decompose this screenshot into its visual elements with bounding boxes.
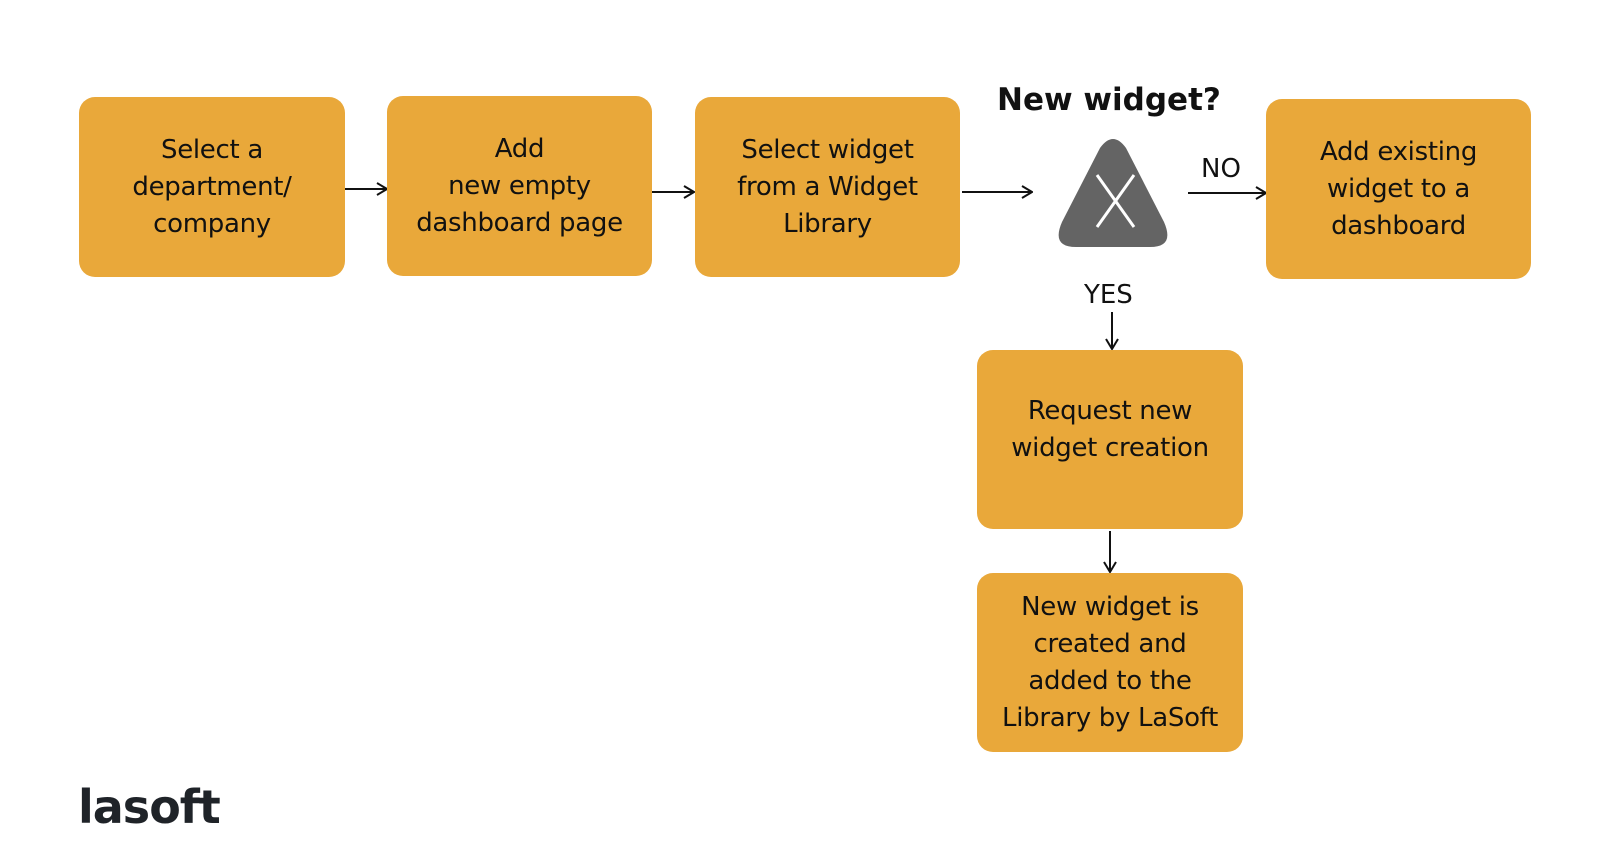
x-triangle-icon xyxy=(1058,139,1168,247)
step-select-department: Select a department/ company xyxy=(79,97,345,277)
step-widget-created: New widget is created and added to the L… xyxy=(977,573,1243,752)
no-label: NO xyxy=(1201,154,1241,184)
lasoft-logo: lasoft xyxy=(78,780,221,834)
step-add-dashboard-page: Add new empty dashboard page xyxy=(387,96,652,276)
step-request-widget: Request new widget creation xyxy=(977,350,1243,529)
step-add-existing-widget: Add existing widget to a dashboard xyxy=(1266,99,1531,279)
decision-question: New widget? xyxy=(997,82,1221,118)
step-select-widget: Select widget from a Widget Library xyxy=(695,97,960,277)
yes-label: YES xyxy=(1084,280,1133,310)
